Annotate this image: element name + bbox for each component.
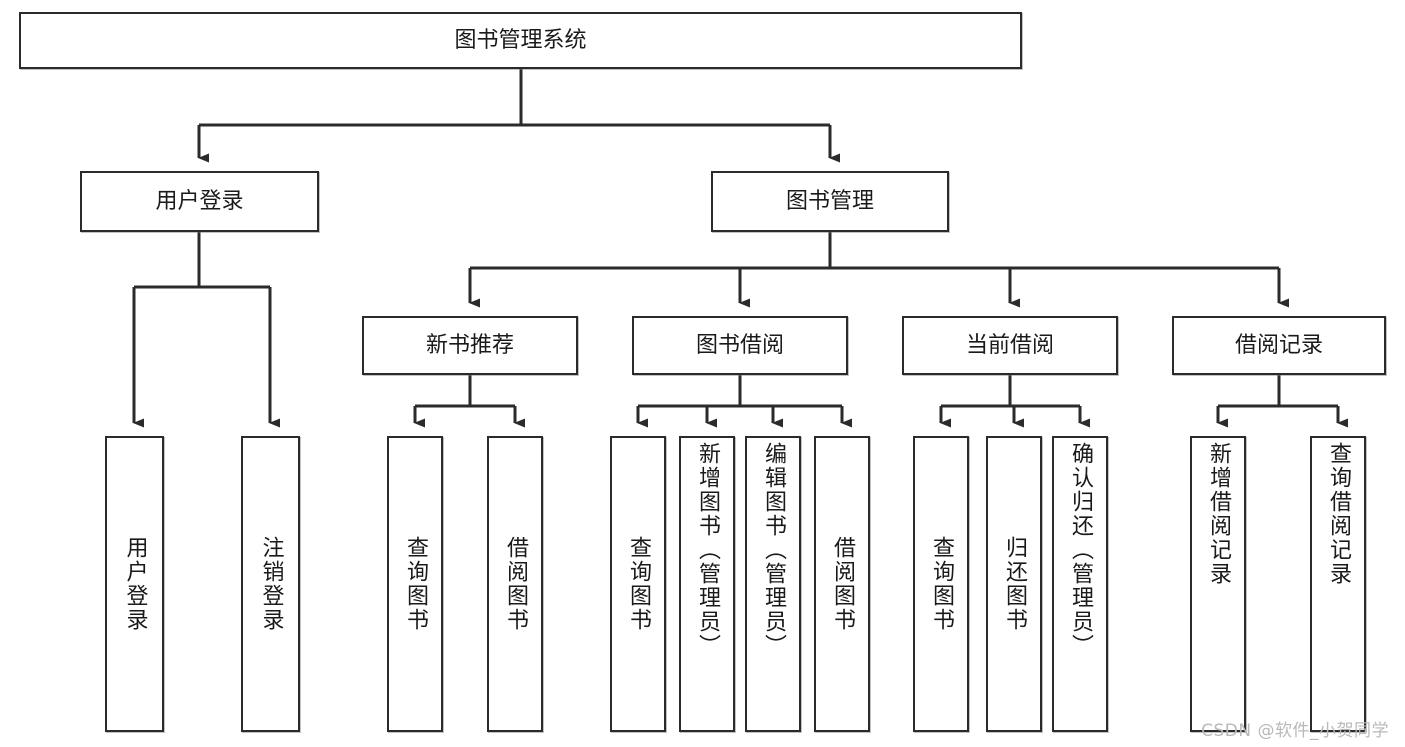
node-label-leaf-borrow-book-1: 借阅图书: [503, 536, 528, 632]
node-label-leaf-add-book: 新增图书（管理员）: [695, 442, 720, 658]
node-label-leaf-query-book-2: 查询图书: [626, 536, 651, 632]
node-leaf-return-book[interactable]: 归还图书: [986, 436, 1042, 732]
node-label-book-manage: 图书管理: [785, 188, 874, 214]
node-leaf-query-book-2[interactable]: 查询图书: [610, 436, 666, 732]
node-label-leaf-borrow-book-2: 借阅图书: [830, 536, 855, 632]
node-leaf-edit-book[interactable]: 编辑图书（管理员）: [745, 436, 801, 732]
node-book-borrow[interactable]: 图书借阅: [632, 316, 848, 375]
node-user-login[interactable]: 用户登录: [80, 171, 319, 232]
node-leaf-logout[interactable]: 注销登录: [241, 436, 300, 732]
node-label-new-book-rec: 新书推荐: [425, 332, 514, 358]
node-leaf-borrow-book-1[interactable]: 借阅图书: [487, 436, 543, 732]
node-label-borrow-record: 借阅记录: [1234, 332, 1323, 358]
node-label-root: 图书管理系统: [454, 27, 587, 53]
node-leaf-user-login[interactable]: 用户登录: [105, 436, 164, 732]
node-label-leaf-logout: 注销登录: [258, 536, 284, 632]
node-borrow-record[interactable]: 借阅记录: [1172, 316, 1386, 375]
node-leaf-query-record[interactable]: 查询借阅记录: [1310, 436, 1366, 732]
node-leaf-add-book[interactable]: 新增图书（管理员）: [679, 436, 735, 732]
node-label-leaf-query-book-1: 查询图书: [403, 536, 428, 632]
node-leaf-add-record[interactable]: 新增借阅记录: [1190, 436, 1246, 732]
node-label-current-borrow: 当前借阅: [965, 332, 1054, 358]
node-leaf-query-book-1[interactable]: 查询图书: [387, 436, 443, 732]
node-label-book-borrow: 图书借阅: [695, 332, 784, 358]
node-label-leaf-query-record: 查询借阅记录: [1326, 442, 1351, 586]
node-book-manage[interactable]: 图书管理: [711, 171, 949, 232]
node-new-book-rec[interactable]: 新书推荐: [362, 316, 578, 375]
node-leaf-borrow-book-2[interactable]: 借阅图书: [814, 436, 870, 732]
node-label-leaf-add-record: 新增借阅记录: [1206, 442, 1231, 586]
node-leaf-confirm-return[interactable]: 确认归还（管理员）: [1052, 436, 1108, 732]
node-label-leaf-return-book: 归还图书: [1002, 536, 1027, 632]
node-label-leaf-edit-book: 编辑图书（管理员）: [761, 442, 786, 658]
node-leaf-query-book-3[interactable]: 查询图书: [913, 436, 969, 732]
node-label-user-login: 用户登录: [155, 188, 244, 214]
node-label-leaf-confirm-return: 确认归还（管理员）: [1068, 442, 1093, 658]
node-label-leaf-query-book-3: 查询图书: [929, 536, 954, 632]
node-label-leaf-user-login: 用户登录: [122, 536, 148, 632]
csdn-watermark: CSDN @软件_小贺同学: [1201, 721, 1389, 741]
node-root[interactable]: 图书管理系统: [19, 12, 1022, 69]
node-current-borrow[interactable]: 当前借阅: [902, 316, 1118, 375]
